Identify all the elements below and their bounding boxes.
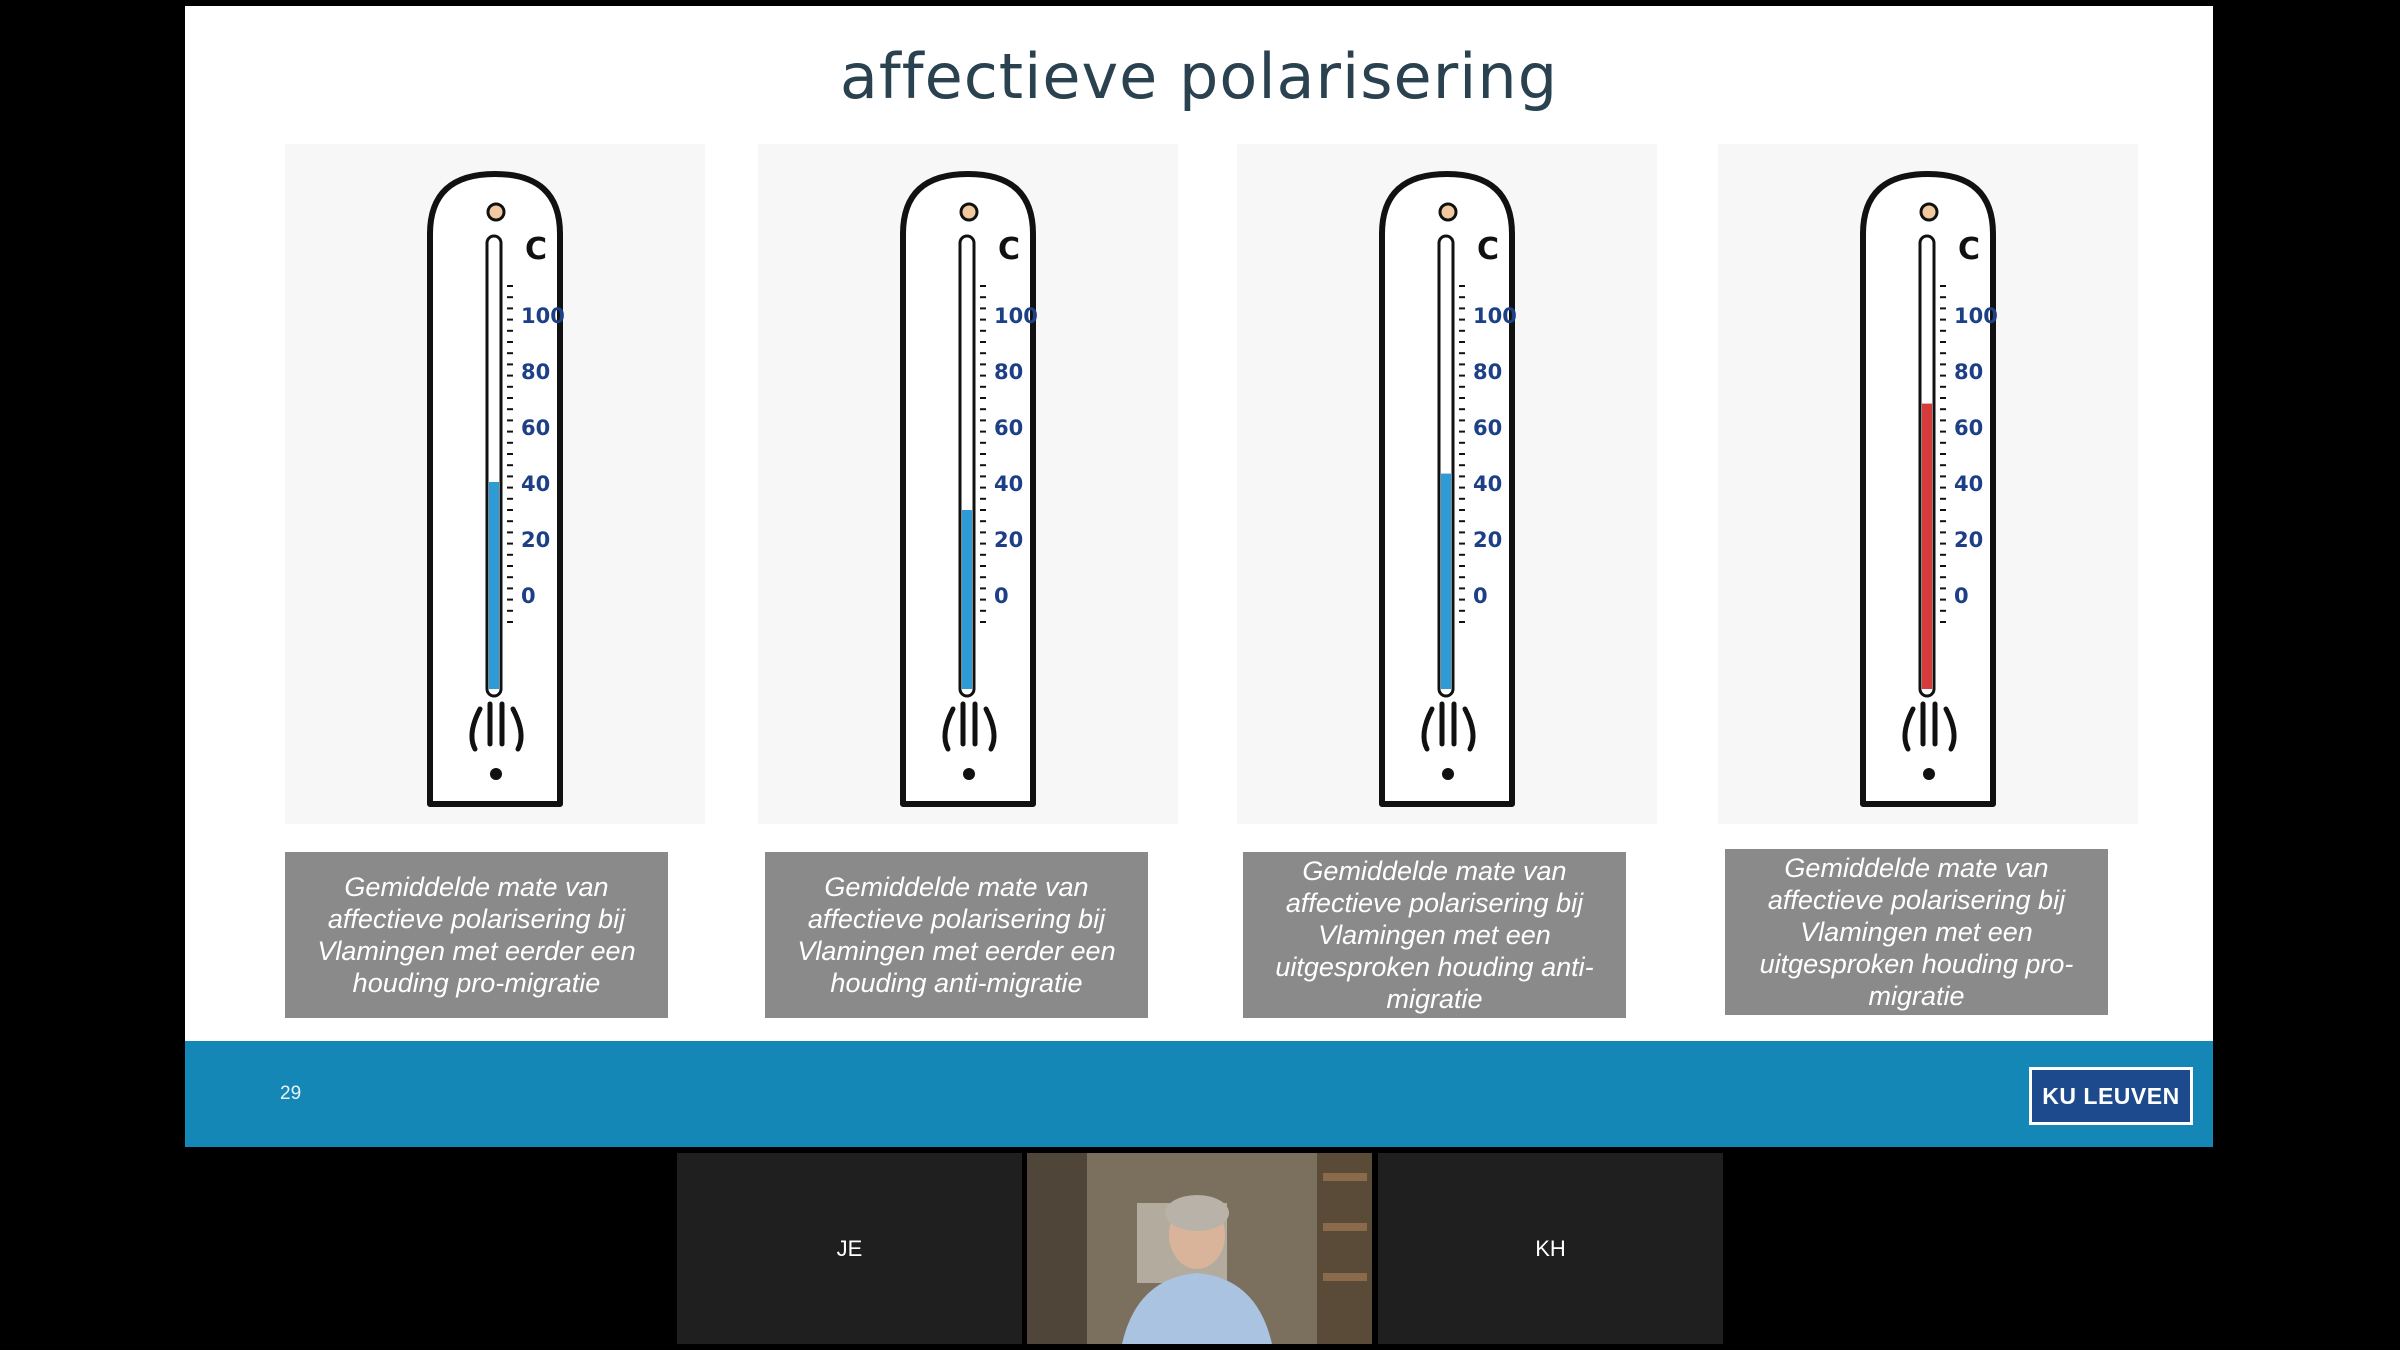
scale-label: 20 [1473, 528, 1502, 552]
scale-label: 0 [1954, 584, 1969, 608]
scale-label: 20 [994, 528, 1023, 552]
caption-3: Gemiddelde mate van affectieve polariser… [1243, 852, 1626, 1018]
participant-video-tile[interactable] [1027, 1153, 1372, 1344]
scale-label: 40 [1954, 472, 1983, 496]
thermometer-bulb [1902, 701, 1957, 752]
slide-number: 29 [280, 1083, 302, 1104]
top-hole [959, 202, 979, 222]
thermometer-fluid [1922, 403, 1932, 689]
unit-label: C [525, 232, 547, 267]
participant-initials: KH [1535, 1235, 1566, 1261]
unit-label: C [1477, 232, 1499, 267]
top-hole [1919, 202, 1939, 222]
thermometer-drawing: C 100 80 60 40 20 0 [1379, 171, 1517, 807]
thermometer-fluid [1441, 473, 1451, 689]
scale-label: 60 [994, 416, 1023, 440]
scale-label: 0 [521, 584, 536, 608]
scale-label: 100 [1473, 304, 1517, 328]
ku-leuven-logo: KU LEUVEN [2029, 1067, 2193, 1125]
thermometer-drawing: C 100 80 60 40 20 0 [427, 171, 565, 807]
thermometer-bulb [942, 701, 997, 752]
scale-label: 80 [1473, 360, 1502, 384]
scale-label: 60 [1954, 416, 1983, 440]
thermometer-1: C 100 80 60 40 20 0 [285, 144, 705, 824]
top-hole [486, 202, 506, 222]
caption-1: Gemiddelde mate van affectieve polariser… [285, 852, 668, 1018]
scale-label: 60 [521, 416, 550, 440]
top-hole [1438, 202, 1458, 222]
caption-2: Gemiddelde mate van affectieve polariser… [765, 852, 1148, 1018]
thermometer-drawing: C 100 80 60 40 20 0 [900, 171, 1038, 807]
scale-label: 20 [521, 528, 550, 552]
scale-label: 100 [1954, 304, 1998, 328]
participant-tile-kh[interactable]: KH [1378, 1153, 1723, 1344]
scale-label: 100 [994, 304, 1038, 328]
presentation-slide: affectieve polarisering C 100 80 60 40 20 0 C 1… [185, 6, 2213, 1147]
thermometer-drawing: C 100 80 60 40 20 0 [1860, 171, 1998, 807]
participant-initials: JE [836, 1235, 863, 1261]
scale-label: 40 [994, 472, 1023, 496]
caption-4: Gemiddelde mate van affectieve polariser… [1725, 849, 2108, 1015]
scale-label: 0 [994, 584, 1009, 608]
scale-label: 40 [521, 472, 550, 496]
thermometer-bulb [1421, 701, 1476, 752]
bottom-hole [1442, 768, 1454, 780]
participant-tile-je[interactable]: JE [677, 1153, 1022, 1344]
scale-label: 80 [521, 360, 550, 384]
participant-video-icon [1027, 1153, 1372, 1344]
thermometer-fluid [962, 510, 972, 689]
scale-label: 100 [521, 304, 565, 328]
thermometer-2: C 100 80 60 40 20 0 [758, 144, 1178, 824]
scale-label: 60 [1473, 416, 1502, 440]
bottom-hole [963, 768, 975, 780]
thermometer-fluid [489, 482, 499, 689]
scale-label: 40 [1473, 472, 1502, 496]
bottom-hole [1923, 768, 1935, 780]
slide-title: affectieve polarisering [839, 40, 1559, 113]
scale-label: 80 [1954, 360, 1983, 384]
scale-label: 20 [1954, 528, 1983, 552]
unit-label: C [998, 232, 1020, 267]
scale-label: 0 [1473, 584, 1488, 608]
slide-footer: 29 KU LEUVEN [185, 1041, 2213, 1147]
thermometer-4: C 100 80 60 40 20 0 [1718, 144, 2138, 824]
bottom-hole [490, 768, 502, 780]
unit-label: C [1958, 232, 1980, 267]
thermometer-3: C 100 80 60 40 20 0 [1237, 144, 1657, 824]
scale-label: 80 [994, 360, 1023, 384]
thermometer-bulb [469, 701, 524, 752]
